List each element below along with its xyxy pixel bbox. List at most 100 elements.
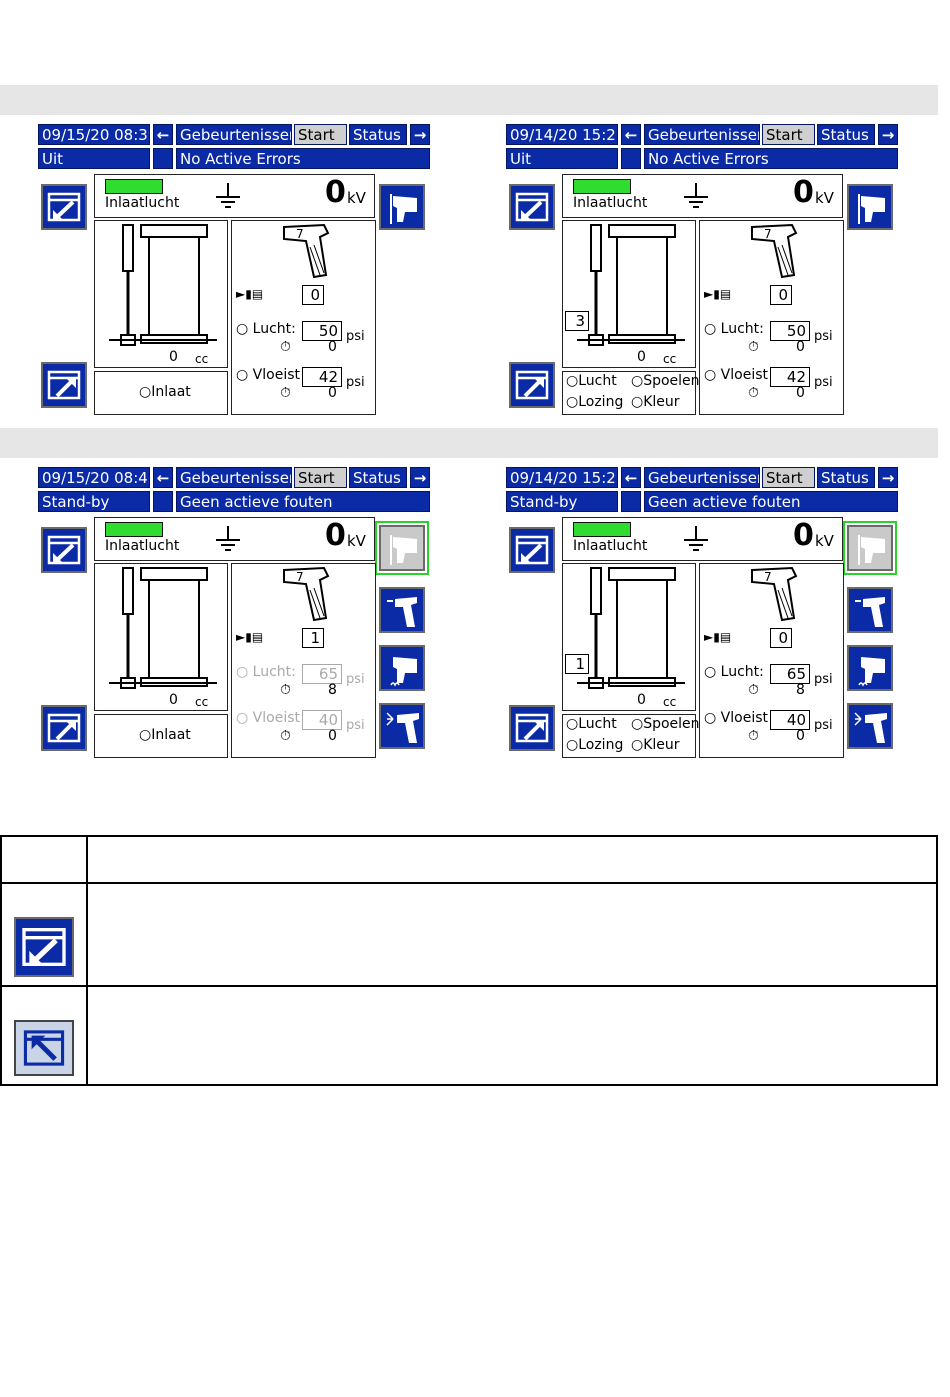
trigger-count: 0 <box>770 628 792 648</box>
exit-setup-button[interactable] <box>509 705 555 751</box>
indicator-color: ○Kleur <box>631 394 680 410</box>
indicator-air: ○Lucht <box>566 373 617 389</box>
fluid-setpoint[interactable]: 40 <box>770 710 810 730</box>
cc-unit: cc <box>663 352 677 366</box>
spray-gun-icon <box>751 224 797 278</box>
tab-events[interactable]: Gebeurtenissen <box>644 124 760 145</box>
status-spacer <box>621 491 641 512</box>
inlet-air-indicator <box>105 179 163 194</box>
gun-panel: ►▮▤ 1 ○ Lucht: 65 ⏱ 8 psi ○ Vloeist 40 ⏱… <box>231 563 376 758</box>
kv-panel: Inlaatlucht 0 kV <box>94 174 375 218</box>
air-led-icon: ○ <box>704 664 717 680</box>
fluid-setpoint[interactable]: 42 <box>302 367 342 387</box>
gun-mode-button[interactable] <box>379 184 425 230</box>
cc-unit: cc <box>195 695 209 709</box>
fluid-setpoint[interactable]: 40 <box>302 710 342 730</box>
color-number: 3 <box>565 311 589 331</box>
tab-next-arrow[interactable]: → <box>878 467 898 488</box>
tab-events[interactable]: Gebeurtenissen <box>644 467 760 488</box>
gun-water-button[interactable] <box>847 645 893 691</box>
tab-start[interactable]: Start <box>762 124 815 145</box>
air-actual: 0 <box>328 339 337 355</box>
tab-next-arrow[interactable]: → <box>410 124 430 145</box>
section-band-bottom <box>0 428 938 458</box>
air-led-icon: ○ <box>704 321 717 337</box>
fluid-led-icon: ○ <box>704 710 717 726</box>
air-setpoint[interactable]: 50 <box>770 321 810 341</box>
fluid-unit: psi <box>346 375 365 390</box>
exit-setup-button[interactable] <box>509 362 555 408</box>
air-gauge-icon: ⏱ <box>280 682 291 698</box>
gun-mode-button-selected[interactable] <box>843 521 897 575</box>
trigger-counter-icon: ►▮▤ <box>236 630 264 644</box>
spray-gun-icon <box>751 567 797 621</box>
air-setpoint[interactable]: 65 <box>770 664 810 684</box>
tab-prev-arrow[interactable]: ← <box>153 124 173 145</box>
gun-mode-button-selected[interactable] <box>375 521 429 575</box>
tab-next-arrow[interactable]: → <box>878 124 898 145</box>
air-led-icon: ○ <box>236 321 249 337</box>
tab-status[interactable]: Status <box>817 124 875 145</box>
tab-status[interactable]: Status <box>349 467 407 488</box>
enter-setup-button[interactable] <box>509 184 555 230</box>
pump-panel: 0 cc <box>94 220 228 368</box>
fluid-gauge-icon: ⏱ <box>748 728 759 744</box>
pump-graphic <box>109 567 217 689</box>
pump-panel: 0 cc <box>94 563 228 711</box>
tab-prev-arrow[interactable]: ← <box>621 467 641 488</box>
screen-3: 09/15/20 08:42 ← Gebeurtenissen Start St… <box>38 467 433 767</box>
gun-trigger-button[interactable] <box>847 587 893 633</box>
enter-setup-icon <box>47 192 81 223</box>
air-setpoint[interactable]: 65 <box>302 664 342 684</box>
fluid-led-icon: ○ <box>236 367 249 383</box>
exit-setup-button[interactable] <box>41 362 87 408</box>
error-text: No Active Errors <box>644 148 898 169</box>
gun-water-button[interactable] <box>379 645 425 691</box>
tab-status[interactable]: Status <box>349 124 407 145</box>
led-icon: ○ <box>566 394 579 410</box>
gun-mode-button[interactable] <box>847 184 893 230</box>
fluid-gauge-icon: ⏱ <box>748 385 759 401</box>
trigger-count: 0 <box>302 285 324 305</box>
inlet-led-icon: ○ <box>139 727 152 743</box>
legend-row-divider <box>2 985 936 987</box>
ground-icon <box>216 183 240 208</box>
gun-panel: ►▮▤ 0 ○ Lucht: 65 ⏱ 8 psi ○ Vloeist 40 ⏱… <box>699 563 844 758</box>
fluid-actual: 0 <box>796 728 805 744</box>
gun-trigger-button[interactable] <box>379 587 425 633</box>
enter-setup-button[interactable] <box>41 184 87 230</box>
cc-unit: cc <box>195 352 209 366</box>
ground-icon <box>216 526 240 551</box>
legend-exit-setup-icon <box>14 1020 74 1076</box>
gun-spray-button[interactable] <box>847 703 893 749</box>
gun-spray-button[interactable] <box>379 703 425 749</box>
gun-flag-icon <box>390 534 418 566</box>
tab-status[interactable]: Status <box>817 467 875 488</box>
tab-start[interactable]: Start <box>294 467 347 488</box>
pump-graphic <box>577 567 685 689</box>
indicator-panel: ○Lucht ○Spoelen ○Lozing ○Kleur <box>562 371 700 415</box>
air-setpoint[interactable]: 50 <box>302 321 342 341</box>
enter-setup-button[interactable] <box>41 527 87 573</box>
inlet-status: ○Inlaat <box>139 384 191 400</box>
enter-setup-button[interactable] <box>509 527 555 573</box>
tab-start[interactable]: Start <box>294 124 347 145</box>
tab-events[interactable]: Gebeurtenissen <box>176 124 292 145</box>
air-unit: psi <box>346 329 365 344</box>
kv-panel: Inlaatlucht 0 kV <box>562 517 843 561</box>
kv-unit: kV <box>347 189 366 207</box>
error-text: Geen actieve fouten <box>644 491 898 512</box>
pump-panel: 1 0 cc <box>562 563 696 711</box>
kv-unit: kV <box>815 532 834 550</box>
datetime: 09/14/20 15:21 <box>506 124 618 145</box>
air-unit: psi <box>814 672 833 687</box>
fluid-setpoint[interactable]: 42 <box>770 367 810 387</box>
tab-start[interactable]: Start <box>762 467 815 488</box>
exit-setup-button[interactable] <box>41 705 87 751</box>
tab-prev-arrow[interactable]: ← <box>153 467 173 488</box>
tab-next-arrow[interactable]: → <box>410 467 430 488</box>
kv-value: 0 <box>793 175 814 210</box>
tab-prev-arrow[interactable]: ← <box>621 124 641 145</box>
tab-events[interactable]: Gebeurtenissen <box>176 467 292 488</box>
fluid-unit: psi <box>814 375 833 390</box>
